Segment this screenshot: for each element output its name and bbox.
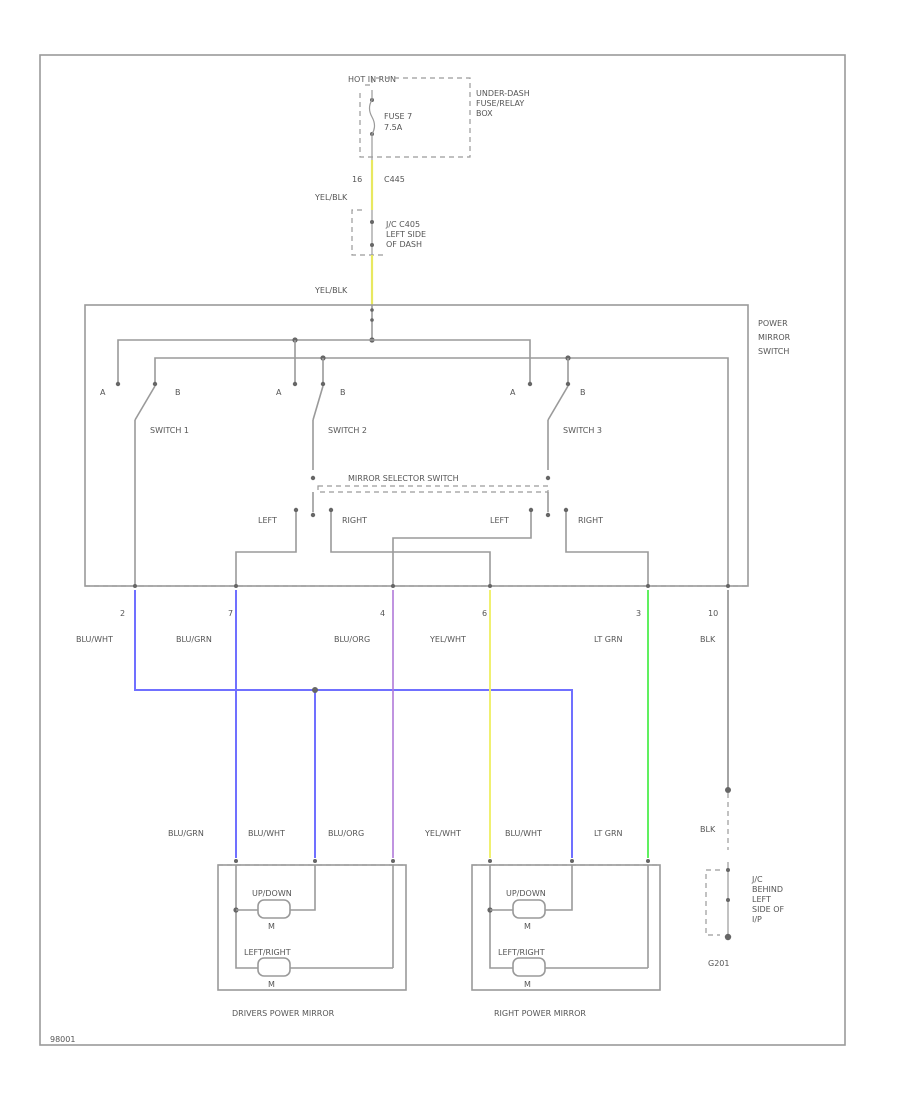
switch3-b-label: B xyxy=(580,388,586,397)
pin-6-label: 6 xyxy=(482,609,487,618)
c445-label: C445 xyxy=(384,175,405,184)
right-mirror-label: RIGHT POWER MIRROR xyxy=(494,1009,586,1018)
underdash-box-label-2: FUSE/RELAY xyxy=(476,99,524,108)
wire-blu-org-label: BLU/ORG xyxy=(334,635,370,644)
ground-desc-3: LEFT xyxy=(752,895,771,904)
underdash-box-label-3: BOX xyxy=(476,109,493,118)
power-mirror-switch-label-1: POWER xyxy=(758,319,788,328)
drivers-power-mirror: UP/DOWN M LEFT/RIGHT M xyxy=(217,859,407,991)
ground-desc-2: BEHIND xyxy=(752,885,783,894)
corner-code: 98001 xyxy=(50,1035,75,1044)
power-mirror-switch: POWER MIRROR SWITCH A B SWITCH 1 A B SWI xyxy=(84,304,791,588)
switch3-label: SWITCH 3 xyxy=(563,426,602,435)
drivers-up-down-label: UP/DOWN xyxy=(252,889,292,898)
blk-label-2: BLK xyxy=(700,825,716,834)
pin-4-label: 4 xyxy=(380,609,385,618)
jc-c405-label-2: LEFT SIDE xyxy=(386,230,426,239)
drivers-left-right-label: LEFT/RIGHT xyxy=(244,948,291,957)
yel-blk-label-2: YEL/BLK xyxy=(314,286,348,295)
power-mirror-switch-label-3: SWITCH xyxy=(758,347,789,356)
pin-2-label: 2 xyxy=(120,609,125,618)
outer-frame xyxy=(39,54,846,1046)
jc-c405-label-1: J/C C405 xyxy=(385,220,420,229)
right-left-right-label: LEFT/RIGHT xyxy=(498,948,545,957)
switch2-b-label: B xyxy=(340,388,346,397)
underdash-box-label-1: UNDER-DASH xyxy=(476,89,530,98)
fuse-7-label: FUSE 7 xyxy=(384,112,412,121)
power-mirror-switch-label-2: MIRROR xyxy=(758,333,791,342)
m-blu-grn-label: BLU/GRN xyxy=(168,829,204,838)
ground-desc-1: J/C xyxy=(751,875,763,884)
g201-label: G201 xyxy=(708,959,729,968)
fuse-rating-label: 7.5A xyxy=(384,123,403,132)
wire-blu-wht xyxy=(134,590,573,858)
switch1-b-label: B xyxy=(175,388,181,397)
m-blu-wht-2-label: BLU/WHT xyxy=(505,829,542,838)
right-motor2-label: M xyxy=(524,980,531,989)
ground-desc-4: SIDE OF xyxy=(752,905,784,914)
switch3-a-label: A xyxy=(510,388,516,397)
left-label-2: LEFT xyxy=(490,516,509,525)
switch1-label: SWITCH 1 xyxy=(150,426,189,435)
right-label-2: RIGHT xyxy=(578,516,603,525)
right-label-1: RIGHT xyxy=(342,516,367,525)
wire-blk-label: BLK xyxy=(700,635,716,644)
right-motor1-label: M xyxy=(524,922,531,931)
switch1-a-label: A xyxy=(100,388,106,397)
m-blu-wht-label: BLU/WHT xyxy=(248,829,285,838)
right-up-down-label: UP/DOWN xyxy=(506,889,546,898)
wire-16-label: 16 xyxy=(352,175,362,184)
pin-7-label: 7 xyxy=(228,609,233,618)
drivers-motor2-label: M xyxy=(268,980,275,989)
switch2-a-label: A xyxy=(276,388,282,397)
m-yel-wht-label: YEL/WHT xyxy=(424,829,461,838)
wire-yel-wht-label: YEL/WHT xyxy=(429,635,466,644)
wire-lt-grn-label: LT GRN xyxy=(594,635,623,644)
m-lt-grn-label: LT GRN xyxy=(594,829,623,838)
m-blu-org-label: BLU/ORG xyxy=(328,829,364,838)
ground-jc: J/C BEHIND LEFT SIDE OF I/P G201 xyxy=(705,862,784,968)
switch2-label: SWITCH 2 xyxy=(328,426,367,435)
yel-blk-label-1: YEL/BLK xyxy=(314,193,348,202)
wire-blu-grn-label: BLU/GRN xyxy=(176,635,212,644)
pin-10-label: 10 xyxy=(708,609,718,618)
wire-blu-wht-label: BLU/WHT xyxy=(76,635,113,644)
jc-c405-label-3: OF DASH xyxy=(386,240,422,249)
drivers-motor1-label: M xyxy=(268,922,275,931)
jc-c405: J/C C405 LEFT SIDE OF DASH xyxy=(351,209,426,256)
fuse-relay-box: HOT IN RUN FUSE 7 7.5A UNDER-DASH FUSE/R… xyxy=(348,75,530,160)
right-power-mirror: UP/DOWN M LEFT/RIGHT M xyxy=(471,859,661,991)
mirror-selector-label: MIRROR SELECTOR SWITCH xyxy=(348,474,459,483)
ground-desc-5: I/P xyxy=(752,915,762,924)
drivers-mirror-label: DRIVERS POWER MIRROR xyxy=(232,1009,335,1018)
pin-3-label: 3 xyxy=(636,609,641,618)
left-label-1: LEFT xyxy=(258,516,277,525)
